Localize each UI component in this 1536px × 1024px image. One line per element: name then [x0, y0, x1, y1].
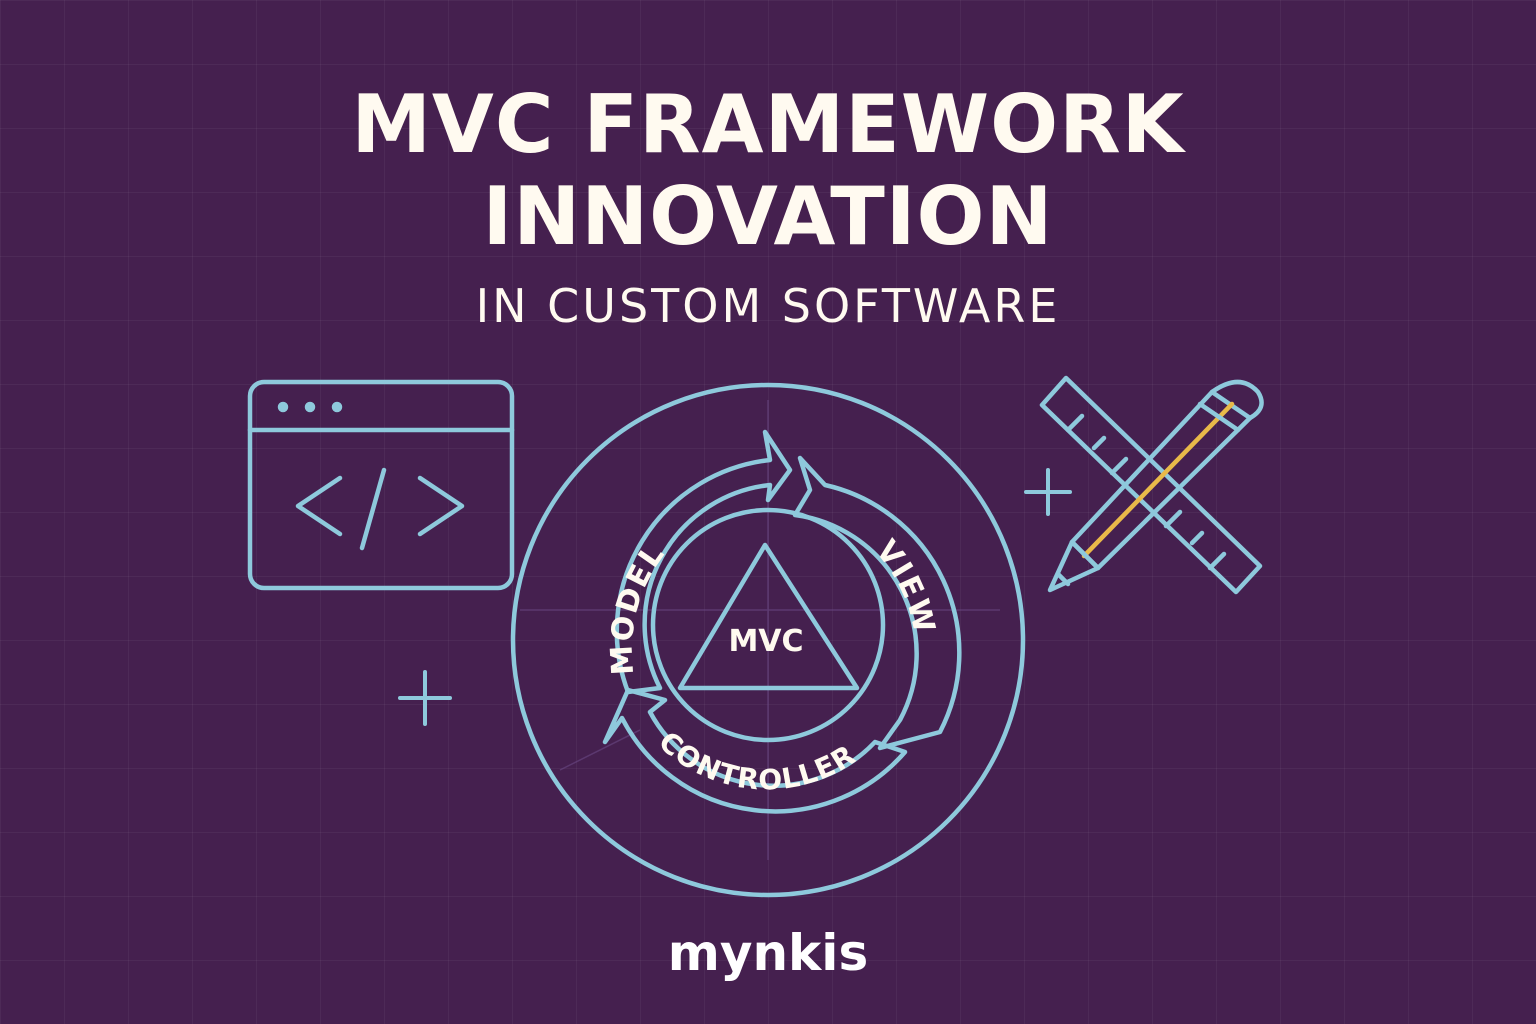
cycle-arrows	[602, 429, 962, 814]
title-line-1: MVC FRAMEWORK	[351, 78, 1185, 171]
model-label: MODEL	[604, 537, 670, 676]
plus-icon	[398, 670, 452, 726]
mvc-center-label: MVC	[728, 624, 803, 659]
brand-logo: mynkis	[667, 924, 869, 982]
svg-text:VIEW: VIEW	[869, 534, 942, 638]
outer-circle	[510, 382, 1026, 898]
plus-icon	[1024, 468, 1072, 516]
inner-circle	[650, 507, 886, 743]
pencil-ruler-icon	[1039, 375, 1264, 595]
code-window-icon	[247, 379, 515, 591]
title-line-2: INNOVATION	[482, 170, 1054, 263]
mvc-triangle	[677, 542, 860, 691]
subtitle: IN CUSTOM SOFTWARE	[475, 279, 1061, 333]
svg-text:MODEL: MODEL	[604, 537, 672, 676]
view-label: VIEW	[869, 534, 940, 638]
construction-lines	[520, 400, 1000, 860]
